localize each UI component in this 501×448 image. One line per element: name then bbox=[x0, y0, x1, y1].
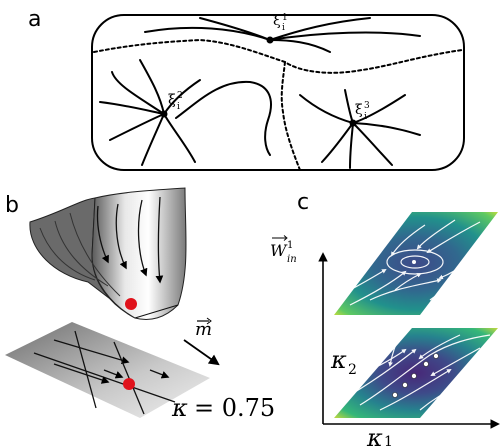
svg-text:i: i bbox=[177, 102, 180, 112]
svg-text:i: i bbox=[282, 23, 285, 33]
kappa2-axis-label: κ 2 bbox=[330, 346, 357, 378]
kappa1-axis-label: κ 1 bbox=[366, 424, 393, 448]
xi3-label: ξ 3 i bbox=[355, 101, 370, 122]
svg-text:ξ: ξ bbox=[273, 13, 281, 29]
svg-text:1: 1 bbox=[287, 240, 293, 251]
svg-text:κ: κ bbox=[330, 346, 347, 374]
red-marker-plane bbox=[123, 378, 135, 390]
svg-text:1: 1 bbox=[282, 13, 288, 23]
panel-a-diagram bbox=[91, 14, 465, 171]
red-marker-trough bbox=[125, 298, 137, 310]
svg-text:i: i bbox=[364, 112, 367, 122]
kappa-value: κ = 0.75 bbox=[171, 394, 275, 422]
domain-outline bbox=[91, 14, 465, 171]
panel-b-label: b bbox=[5, 193, 19, 218]
flat-plane bbox=[5, 322, 210, 418]
xi2-label: ξ 2 i bbox=[168, 91, 183, 112]
flow-lines-xi2 bbox=[99, 59, 272, 166]
panel-a-label: a bbox=[28, 7, 41, 32]
fixed-point-xi2 bbox=[160, 110, 168, 118]
vector-field-bottom bbox=[334, 328, 498, 418]
svg-text:ξ: ξ bbox=[355, 102, 363, 118]
trough-surface bbox=[29, 187, 187, 320]
svg-text:κ: κ bbox=[366, 424, 383, 448]
separatrix-lines bbox=[93, 38, 463, 171]
xi1-label: ξ 1 i bbox=[273, 13, 288, 33]
svg-text:1: 1 bbox=[384, 434, 393, 448]
svg-text:3: 3 bbox=[364, 101, 370, 111]
svg-text:ξ: ξ bbox=[168, 92, 176, 108]
svg-text:m: m bbox=[195, 319, 212, 340]
svg-text:W: W bbox=[270, 241, 288, 260]
y-axis-label: W 1 in bbox=[270, 235, 297, 265]
fixed-point-xi3 bbox=[349, 119, 357, 127]
svg-text:2: 2 bbox=[177, 91, 183, 101]
kappa-symbol: κ bbox=[171, 394, 188, 422]
panel-c-axes bbox=[318, 252, 500, 429]
svg-text:in: in bbox=[287, 254, 297, 265]
m-arrow: m bbox=[183, 317, 220, 366]
flow-lines-xi1 bbox=[144, 17, 421, 53]
svg-text:2: 2 bbox=[348, 362, 357, 378]
panel-c-label: c bbox=[297, 190, 309, 215]
fixed-point-xi1 bbox=[266, 36, 274, 44]
kappa-equals: = 0.75 bbox=[194, 394, 275, 422]
vector-field-top bbox=[334, 212, 498, 315]
